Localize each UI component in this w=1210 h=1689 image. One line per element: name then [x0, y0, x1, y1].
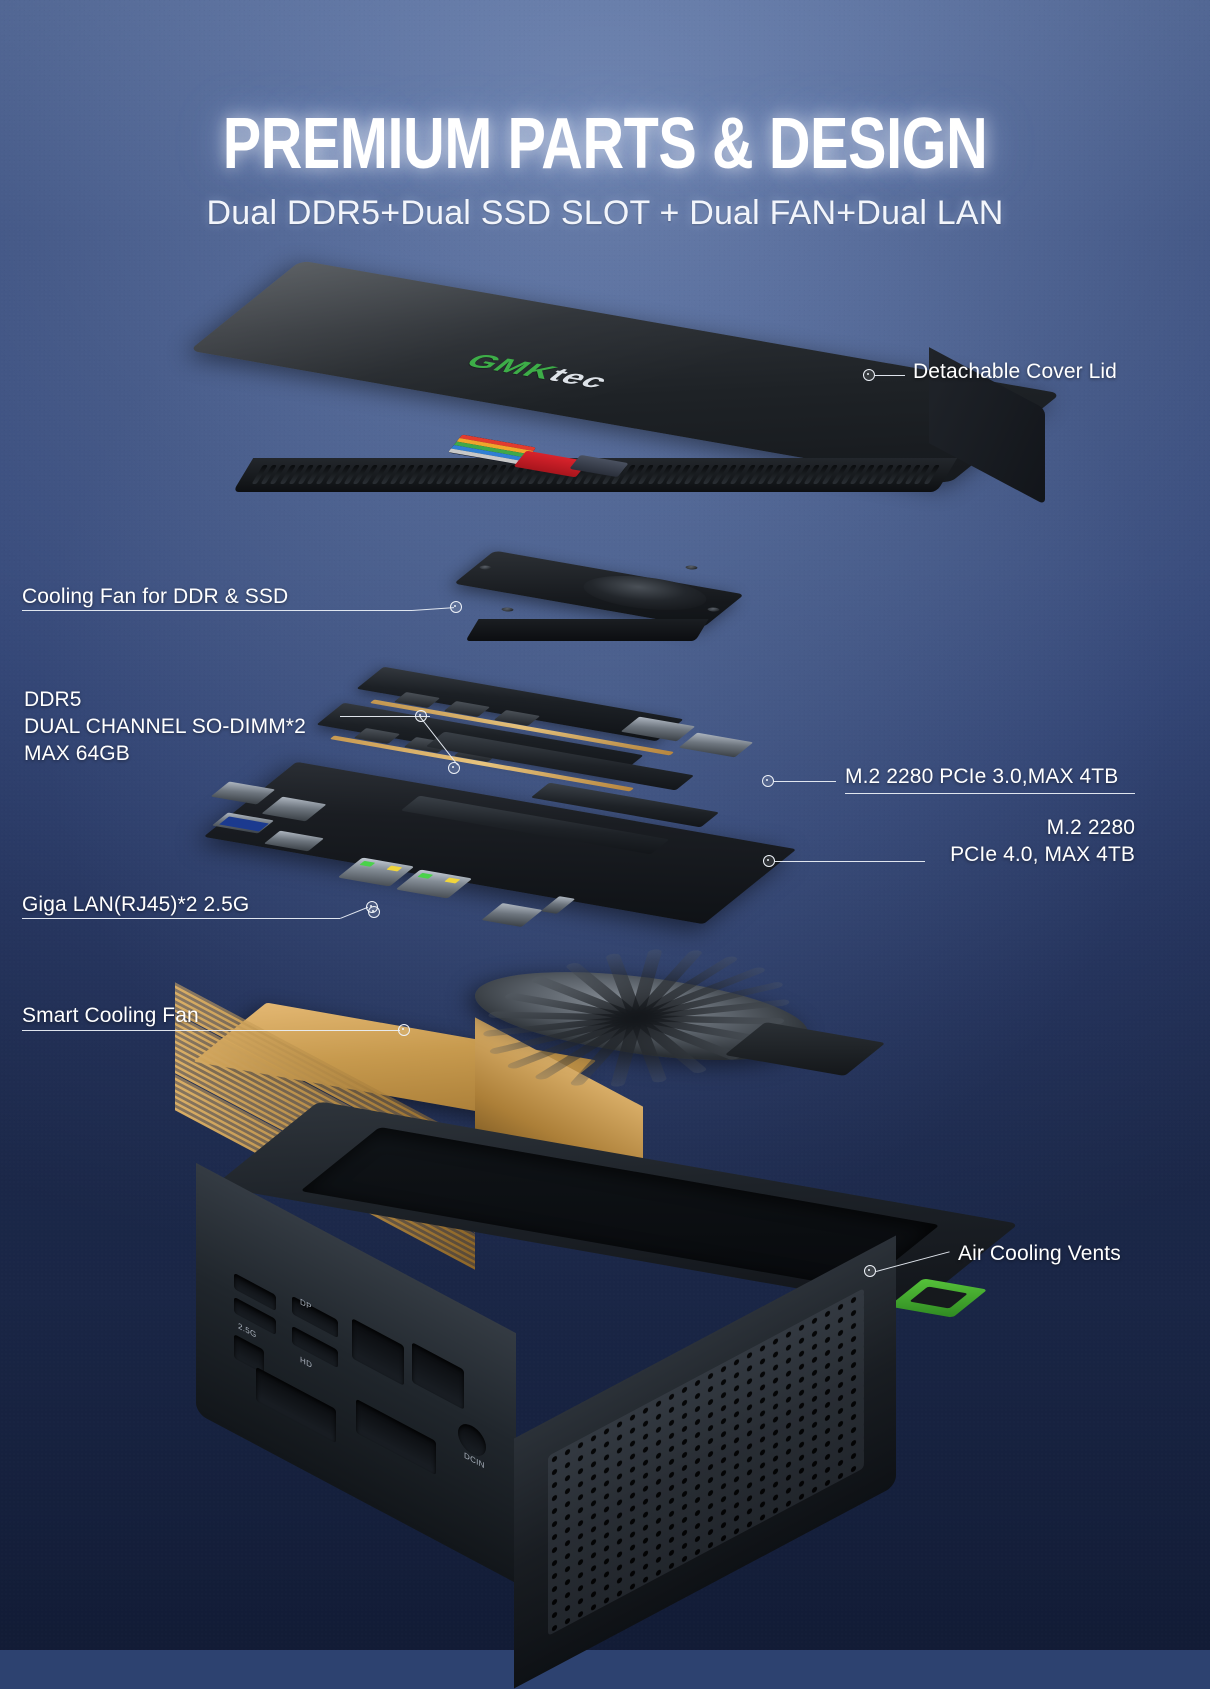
chassis-base-part: 2.5G DP HD DCIN — [196, 1101, 1019, 1689]
small-fan-screw — [683, 564, 700, 571]
usb-port — [678, 732, 754, 758]
callout-marker-ddr-ssd-fan[interactable] — [450, 601, 462, 613]
callout-marker-ddr5-lower[interactable] — [448, 762, 460, 774]
callout-line-m2-pcie4 — [775, 861, 925, 862]
mainboard-assembly — [203, 660, 910, 960]
callout-label-m2-pcie4: M.2 2280 PCIe 4.0, MAX 4TB — [950, 816, 1135, 866]
callout-label-smart-fan: Smart Cooling Fan — [22, 1004, 199, 1027]
ddr-ssd-cooling-fan-part — [448, 550, 745, 648]
callout-marker-m2-pcie3[interactable] — [762, 775, 774, 787]
callout-marker-m2-pcie4[interactable] — [763, 855, 775, 867]
page-subtitle: Dual DDR5+Dual SSD SLOT + Dual FAN+Dual … — [206, 194, 1004, 232]
header: PREMIUM PARTS & DESIGN Dual DDR5+Dual SS… — [0, 0, 1210, 233]
lan-led-amber — [444, 877, 461, 884]
callout-marker-giga-lan-2[interactable] — [368, 906, 380, 918]
callout-underline-m2-pcie3 — [845, 793, 1135, 794]
clip-slot — [909, 1286, 968, 1309]
small-fan-screw — [499, 606, 516, 613]
callout-line-cover-lid — [875, 375, 905, 376]
lan-led-green — [359, 860, 376, 867]
callout-label-air-vents: Air Cooling Vents — [958, 1242, 1121, 1265]
callout-marker-ddr5-upper[interactable] — [415, 710, 427, 722]
callout-line-m2-pcie3 — [774, 781, 836, 782]
callout-label-m2-pcie3: M.2 2280 PCIe 3.0,MAX 4TB — [845, 765, 1119, 788]
antenna-connector — [540, 896, 576, 914]
callout-marker-smart-fan[interactable] — [398, 1024, 410, 1036]
callout-line-ddr5 — [340, 716, 430, 717]
power-connector — [481, 903, 543, 927]
cover-lid-part — [185, 260, 1061, 532]
callout-line-smart-fan — [22, 1030, 400, 1031]
callout-label-giga-lan: Giga LAN(RJ45)*2 2.5G — [22, 893, 250, 916]
callout-line-ddr-ssd-fan — [22, 610, 412, 611]
page-title: PREMIUM PARTS & DESIGN — [222, 104, 988, 184]
callout-label-cover-lid: Detachable Cover Lid — [913, 360, 1117, 383]
lan-led-green — [417, 872, 434, 879]
callout-label-ddr5: DDR5 DUAL CHANNEL SO-DIMM*2 MAX 64GB — [24, 688, 306, 765]
callout-marker-air-vents[interactable] — [864, 1265, 876, 1277]
callout-marker-cover-lid[interactable] — [863, 369, 875, 381]
lan-led-amber — [386, 865, 403, 872]
callout-line-giga-lan — [22, 918, 340, 919]
small-fan-front-edge — [465, 619, 709, 641]
callout-label-ddr-ssd-fan: Cooling Fan for DDR & SSD — [22, 585, 289, 608]
